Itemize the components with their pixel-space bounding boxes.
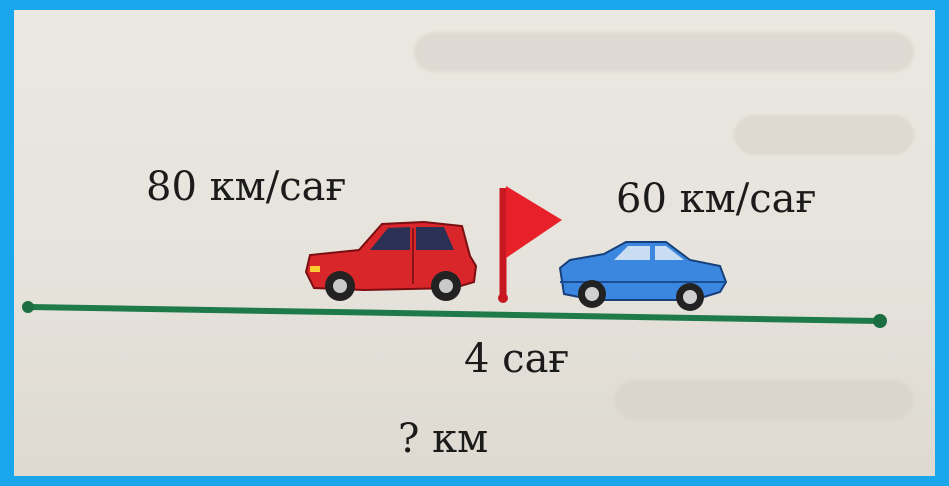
blue-car-icon: [558, 241, 728, 311]
road-line: [22, 301, 887, 328]
left-speed-label: 80 км/сағ: [146, 164, 347, 210]
flag-icon: [498, 186, 562, 303]
background-bleed: [734, 115, 914, 155]
right-speed-label: 60 км/сағ: [616, 176, 817, 222]
diagram-canvas: [22, 186, 887, 328]
background-bleed: [414, 32, 914, 72]
distance-label: ? км: [398, 416, 489, 462]
textbook-page: 80 км/сағ 60 км/сағ 4 сағ ? км: [14, 10, 935, 476]
time-label: 4 сағ: [464, 336, 570, 382]
red-car-icon: [304, 220, 478, 301]
background-bleed: [614, 380, 914, 420]
